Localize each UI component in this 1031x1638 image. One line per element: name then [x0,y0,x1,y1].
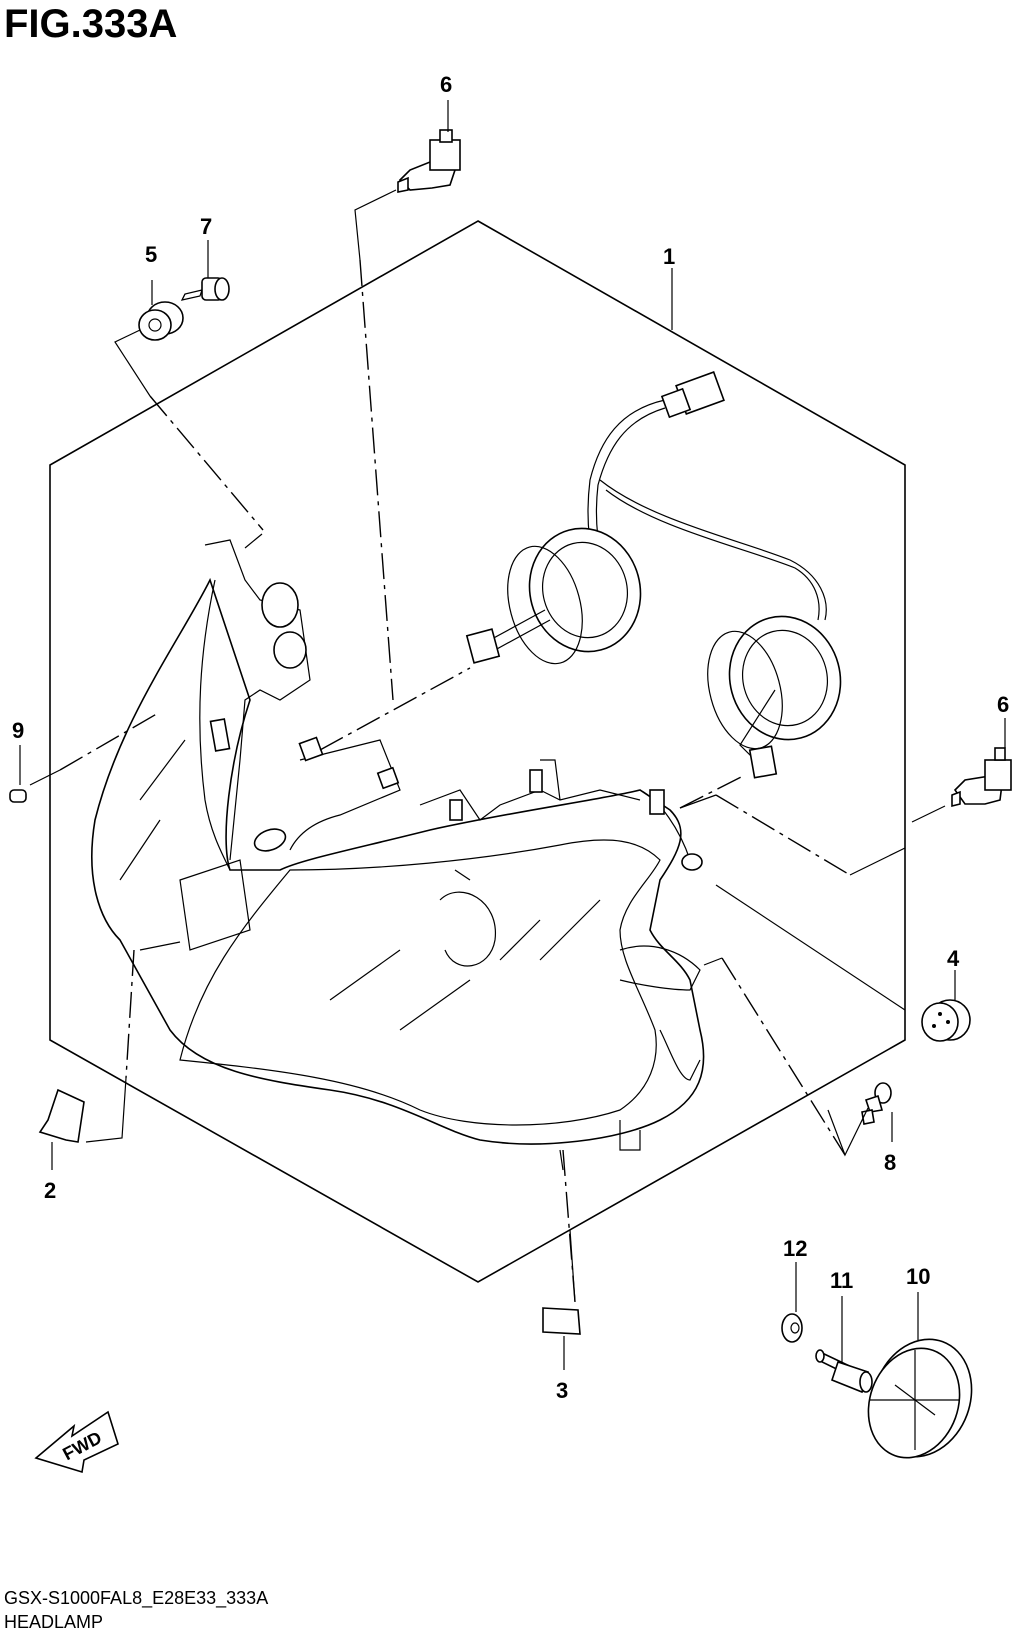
wiring-harness [465,371,842,779]
figure-title: FIG.333A [4,2,178,46]
callout-9: 9 [12,718,24,743]
grommet-4 [921,999,971,1042]
label-2 [38,1088,85,1143]
assembly-boundary [49,220,906,1283]
cap-9 [9,789,27,803]
callout-3: 3 [556,1378,568,1403]
dashed-leader-lines [59,259,851,1303]
screw-7 [180,277,230,301]
bulb-6-top [397,129,461,193]
callout-2: 2 [44,1178,56,1203]
label-3 [542,1307,581,1335]
section-name: HEADLAMP [4,1612,104,1632]
callout-6-right: 6 [997,692,1009,717]
callout-8: 8 [884,1150,896,1175]
washer-12 [781,1313,803,1343]
callout-11: 11 [830,1268,853,1293]
grommet-5 [138,301,184,341]
clip-8 [861,1082,892,1125]
callout-7: 7 [200,214,212,239]
callout-5: 5 [145,242,157,267]
callout-numbers: 1 2 3 4 5 6 6 7 8 9 10 11 12 [12,72,1009,1403]
callout-12: 12 [783,1236,807,1261]
forward-arrow-icon: FWD [34,1410,119,1474]
emblem-10 [867,1338,973,1459]
callout-4: 4 [947,946,960,971]
spacer-11 [815,1349,873,1394]
callout-1: 1 [663,244,675,269]
bulb-6-right [951,747,1012,808]
headlamp-housing [91,539,705,1151]
model-code: GSX-S1000FAL8_E28E33_333A [4,1588,269,1608]
callout-10: 10 [906,1264,930,1289]
callout-6-top: 6 [440,72,452,97]
